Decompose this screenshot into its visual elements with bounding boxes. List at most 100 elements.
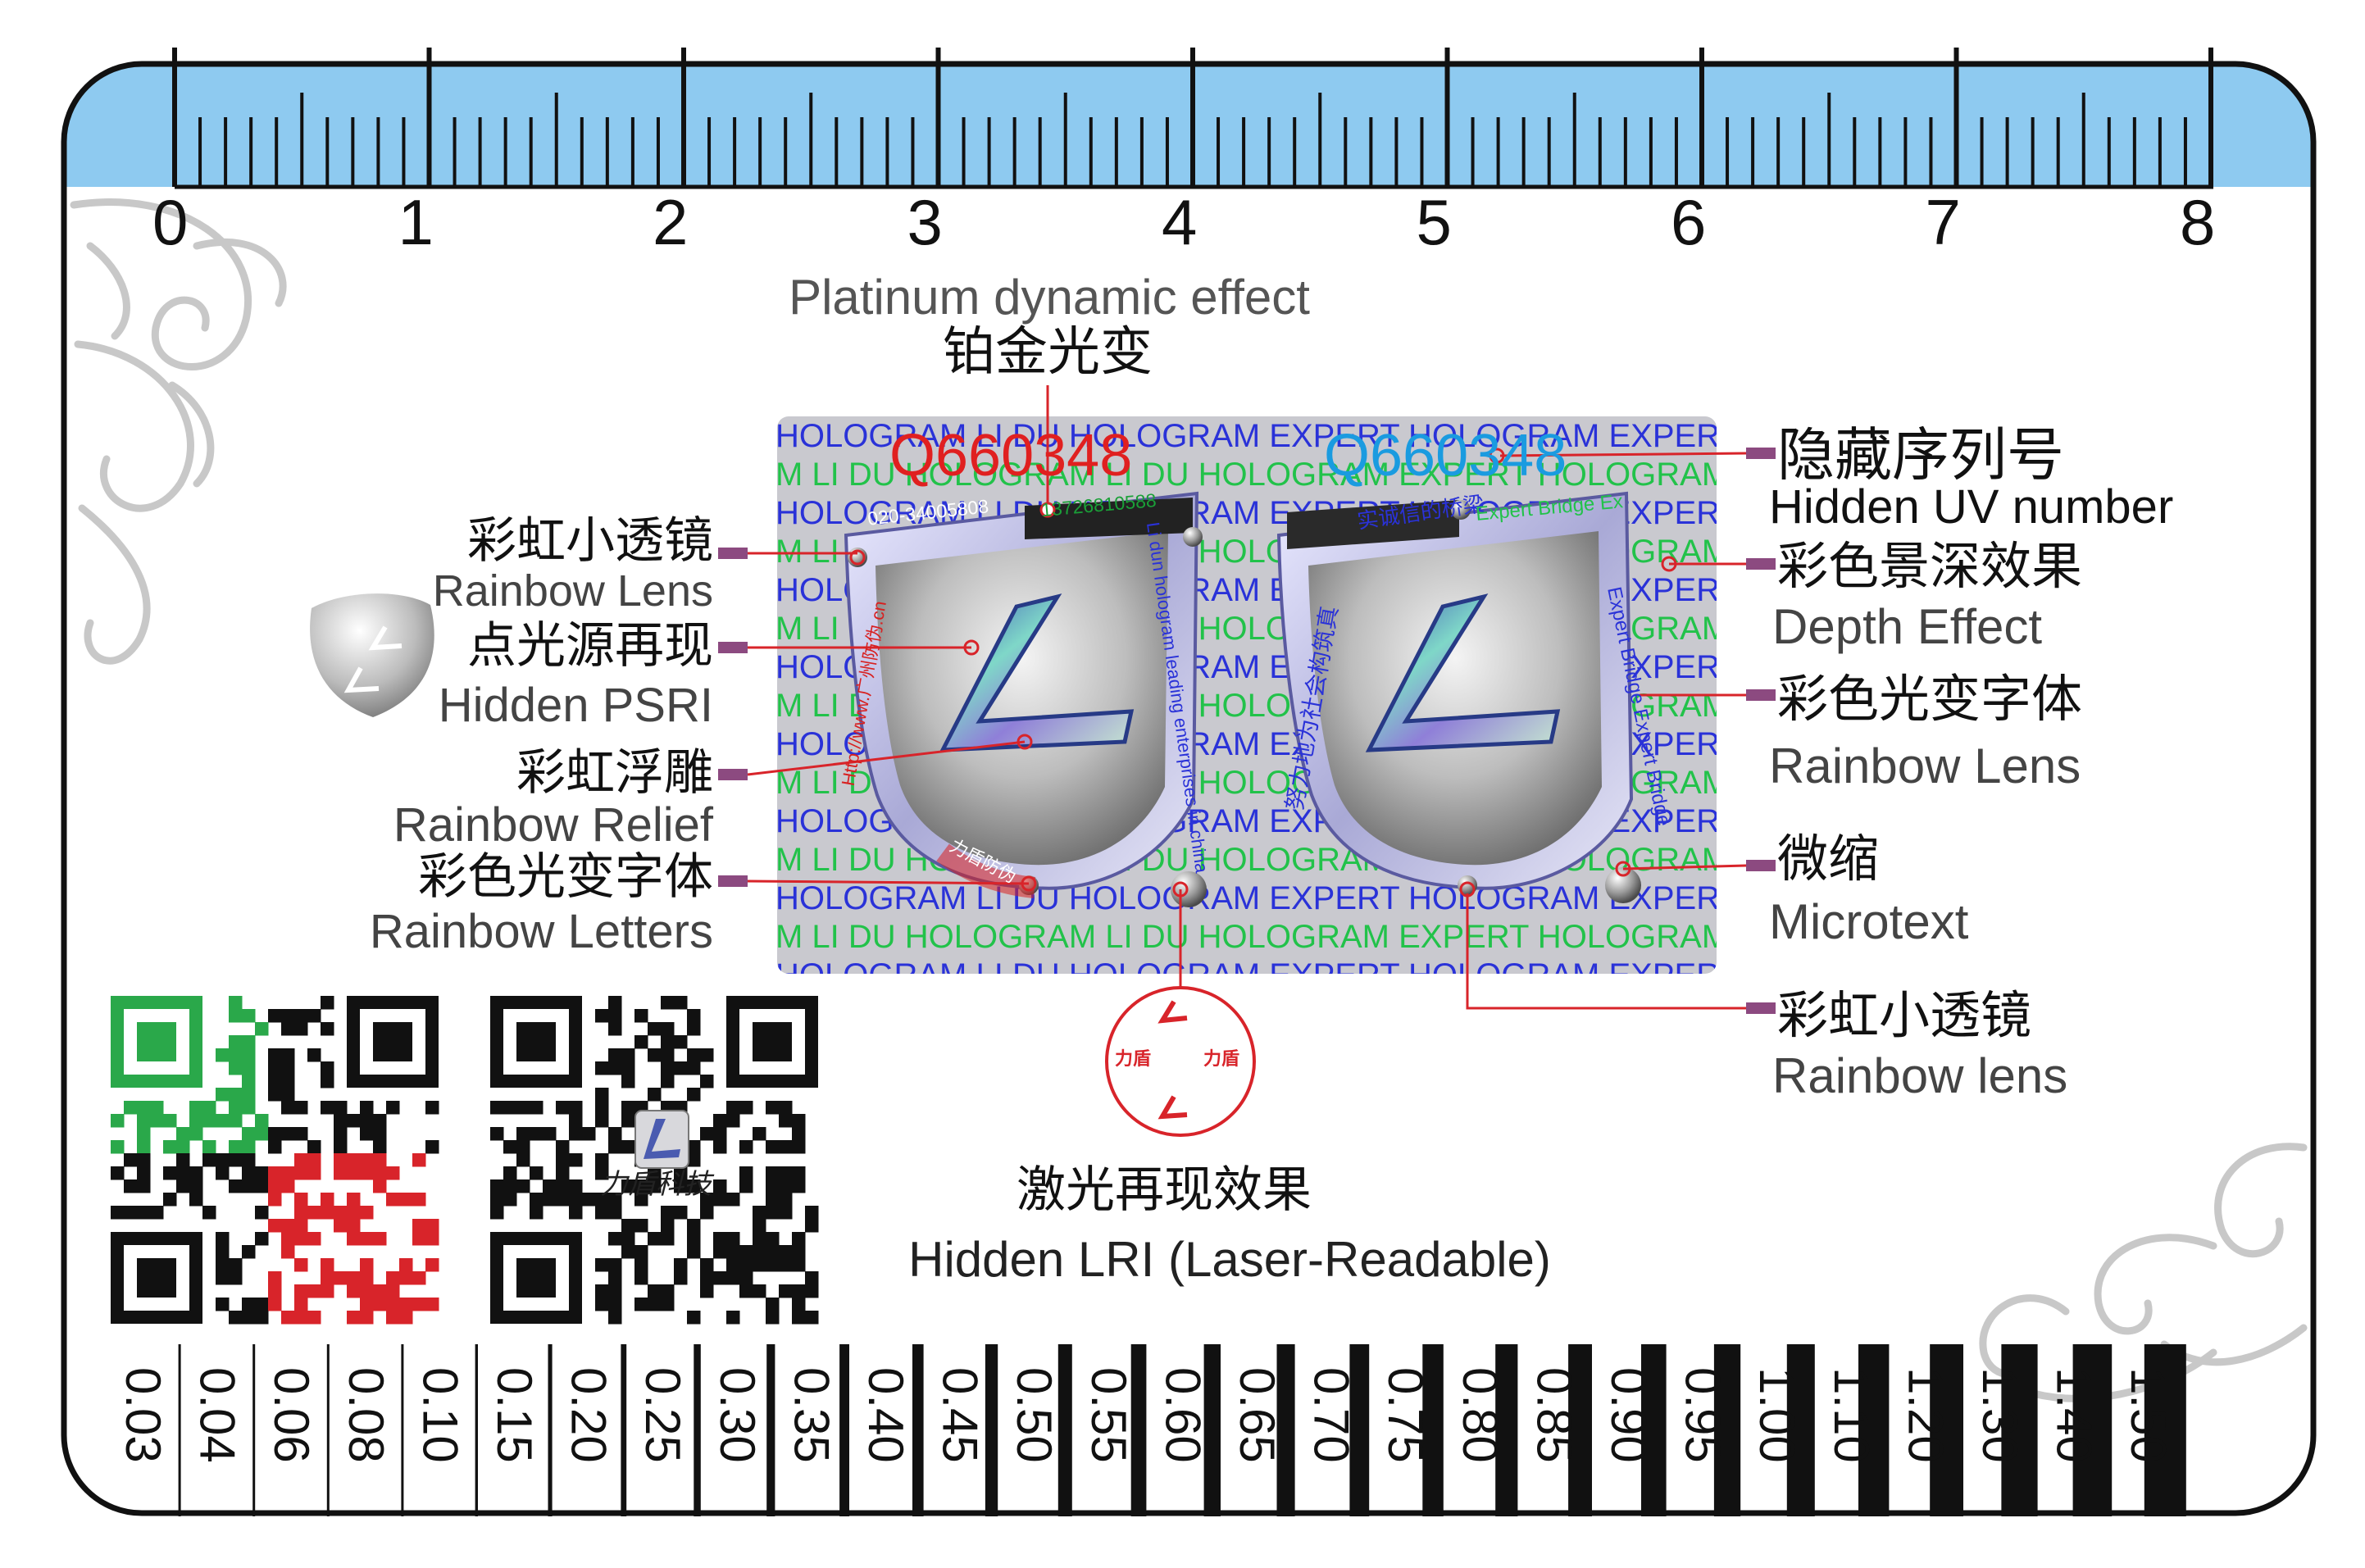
thickness-bar: [985, 1344, 998, 1516]
thickness-bar: [2072, 1344, 2113, 1516]
thickness-label: 0.08: [338, 1367, 393, 1463]
thickness-label: 1.30: [1972, 1367, 2027, 1463]
thickness-bar: [1713, 1344, 1741, 1516]
rainbow-letters-left-cn: 彩色光变字体: [418, 848, 713, 906]
ruler-cm-label: 4: [1162, 186, 1198, 258]
rainbow-lens-left-en: Rainbow Lens: [432, 566, 713, 616]
thickness-label: 1.40: [2046, 1367, 2102, 1463]
rainbow-lens-bottom-cn: 彩虹小透镜: [1777, 985, 2032, 1045]
hidden-psri-cn: 点光源再现: [467, 617, 713, 675]
ruler-cm-label: 2: [653, 186, 689, 258]
platinum-effect-en: Platinum dynamic effect: [789, 270, 1310, 325]
thickness-label: 0.15: [487, 1367, 542, 1463]
thickness-label: 0.70: [1303, 1367, 1359, 1463]
thickness-label: 1.20: [1898, 1367, 1953, 1463]
thickness-bar: [1568, 1344, 1592, 1516]
thickness-label: 0.06: [264, 1367, 320, 1463]
thickness-bar: [548, 1344, 553, 1516]
hologram-sticker: HOLOGRAM LI DU HOLOGRAM EXPERT HOLOGRAM …: [775, 416, 1940, 993]
ruler-cm-label: 8: [2180, 186, 2216, 258]
rainbow-lens-left-cn: 彩虹小透镜: [467, 512, 713, 570]
qr-logo-text: 力盾科技: [600, 1168, 712, 1201]
ruler-band: [64, 64, 2313, 187]
thickness-bar: [2001, 1344, 2038, 1516]
hidden-lri-cn: 激光再现效果: [1016, 1161, 1312, 1219]
microtext-en: Microtext: [1769, 894, 1969, 949]
leader-lines: [747, 385, 1747, 1010]
thickness-label: 0.75: [1378, 1367, 1434, 1463]
thickness-gauge: [178, 1344, 2186, 1516]
lri-disc-text-right: 力盾: [1203, 1048, 1240, 1069]
thickness-bar: [1930, 1344, 1963, 1516]
thickness-label: 0.40: [858, 1367, 913, 1463]
thickness-label: 0.25: [635, 1367, 691, 1463]
thickness-bar: [326, 1344, 330, 1516]
thickness-bar: [1130, 1344, 1147, 1516]
ruler-cm-label: 1: [398, 186, 434, 258]
thickness-label: 0.90: [1601, 1367, 1656, 1463]
qr-code-color: [111, 996, 439, 1325]
serial-number-left: Q660348: [889, 423, 1133, 489]
thickness-bar: [1495, 1344, 1518, 1516]
leader-markers: [718, 448, 1776, 1014]
thickness-bar: [2144, 1344, 2186, 1516]
rainbow-lens-bottom-en: Rainbow lens: [1772, 1048, 2068, 1103]
thickness-label: 0.55: [1080, 1367, 1136, 1463]
thickness-bar: [621, 1344, 627, 1516]
microtext-cn: 微缩: [1777, 829, 1880, 889]
card-border: [61, 61, 2317, 1516]
thickness-label: 0.03: [116, 1367, 171, 1463]
thickness-label: 0.95: [1675, 1367, 1731, 1463]
thickness-bar: [912, 1344, 924, 1516]
rainbow-letters-right-en: Rainbow Lens: [1769, 739, 2081, 793]
qr-logo-mark: [644, 1119, 680, 1159]
thickness-label: 0.45: [932, 1367, 988, 1463]
hidden-uv-en: Hidden UV number: [1769, 480, 2174, 534]
thickness-label: 0.80: [1452, 1367, 1508, 1463]
ruler-tick-marks: [172, 48, 2213, 187]
thickness-label: 1.10: [1823, 1367, 1879, 1463]
ruler-cm-label: 6: [1671, 186, 1707, 258]
thickness-bar: [1422, 1344, 1444, 1516]
thickness-label: 0.35: [784, 1367, 839, 1463]
thickness-label: 0.20: [561, 1367, 616, 1463]
hologram-text-line: HOLOGRAM LI DU HOLOGRAM EXPERT HOLOGRAM …: [775, 418, 1940, 454]
thickness-label: 0.65: [1230, 1367, 1285, 1463]
hidden-lri-en: Hidden LRI (Laser-Readable): [908, 1232, 1551, 1287]
rainbow-relief-cn: 彩虹浮雕: [516, 744, 713, 802]
hologram-text-line: M LI DU HOLOGRAM LI DU HOLOGRAM EXPERT H…: [775, 919, 1869, 955]
thickness-label: 0.10: [412, 1367, 468, 1463]
hidden-uv-cn: 隐藏序列号: [1777, 421, 2064, 489]
thickness-bar: [1057, 1344, 1072, 1516]
depth-effect-en: Depth Effect: [1772, 599, 2043, 654]
thickness-label: 0.30: [709, 1367, 765, 1463]
thickness-label: 1.50: [2121, 1367, 2176, 1463]
qr-code-black: [490, 996, 819, 1325]
shield-right: [1276, 491, 1641, 903]
ruler-cm-label: 7: [1925, 186, 1961, 258]
shield-left: [844, 491, 1203, 898]
hidden-psri-en: Hidden PSRI: [438, 679, 713, 732]
lri-laser-disc: [1105, 986, 1256, 1137]
rainbow-letters-left-en: Rainbow Letters: [369, 905, 713, 958]
ruler-cm-label: 5: [1416, 186, 1452, 258]
thickness-bar: [475, 1344, 478, 1516]
thickness-bar: [1349, 1344, 1370, 1516]
thickness-bar: [1641, 1344, 1667, 1516]
thickness-bar: [401, 1344, 404, 1516]
thickness-bar: [178, 1344, 181, 1516]
ruler-cm-label: 0: [152, 186, 189, 258]
thickness-bar: [1858, 1344, 1890, 1516]
thickness-label: 0.50: [1007, 1367, 1062, 1463]
thickness-label: 0.60: [1155, 1367, 1211, 1463]
hologram-text-line: HOLOGRAM LI DU HOLOGRAM EXPERT HOLOGRAM …: [775, 957, 1940, 993]
thickness-bar: [1203, 1344, 1221, 1516]
psri-shield-icon: [310, 593, 434, 717]
rainbow-relief-en: Rainbow Relief: [393, 798, 713, 852]
hologram-text-line: HOLOGRAM LI DU HOLOGRAM EXPERT HOLOGRAM …: [775, 880, 1940, 916]
thickness-bar: [252, 1344, 256, 1516]
cloud-ornament-left: [70, 198, 287, 665]
microtext-ball-center: [1171, 871, 1207, 907]
